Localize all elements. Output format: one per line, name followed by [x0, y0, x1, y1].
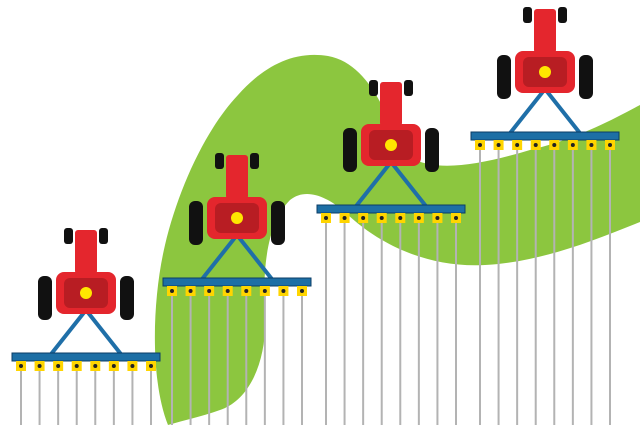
tractor-hood: [75, 230, 97, 274]
row-unit-seed: [112, 364, 116, 368]
row-unit-seed: [300, 289, 304, 293]
hitch-arm-right: [86, 310, 124, 358]
tractor-hood: [534, 9, 556, 53]
cab-light: [539, 66, 551, 78]
front-tire-left: [369, 80, 378, 96]
row-unit-seed: [263, 289, 267, 293]
rear-tire-right: [579, 55, 593, 99]
row-unit-seed: [149, 364, 153, 368]
rear-tire-right: [120, 276, 134, 320]
planter-toolbar-icon: [12, 353, 160, 371]
front-tire-left: [523, 7, 532, 23]
hitch-arm-left: [48, 310, 86, 358]
tractor-hood: [226, 155, 248, 199]
front-tire-right: [404, 80, 413, 96]
rear-tire-right: [425, 128, 439, 172]
hitch-arm-left: [507, 89, 545, 137]
tractor-icon: [12, 228, 160, 371]
planter-toolbar: [317, 205, 465, 213]
row-unit-seed: [454, 216, 458, 220]
row-unit-seed: [244, 289, 248, 293]
row-unit-seed: [571, 143, 575, 147]
row-unit-seed: [515, 143, 519, 147]
row-unit-seed: [497, 143, 501, 147]
row-unit-seed: [361, 216, 365, 220]
row-unit-seed: [608, 143, 612, 147]
front-tire-right: [250, 153, 259, 169]
row-unit-seed: [207, 289, 211, 293]
row-unit-seed: [417, 216, 421, 220]
row-unit-seed: [478, 143, 482, 147]
planter-toolbar: [163, 278, 311, 286]
row-unit-seed: [189, 289, 193, 293]
cab-light: [231, 212, 243, 224]
planter-toolbar: [471, 132, 619, 140]
front-tire-right: [558, 7, 567, 23]
row-unit-seed: [75, 364, 79, 368]
rear-tire-left: [497, 55, 511, 99]
row-unit-seed: [435, 216, 439, 220]
row-unit-seed: [226, 289, 230, 293]
rear-tire-left: [343, 128, 357, 172]
row-unit-seed: [130, 364, 134, 368]
front-tire-right: [99, 228, 108, 244]
row-unit-seed: [380, 216, 384, 220]
row-unit-seed: [93, 364, 97, 368]
row-unit-seed: [534, 143, 538, 147]
rear-tire-left: [38, 276, 52, 320]
cab-light: [385, 139, 397, 151]
row-unit-seed: [56, 364, 60, 368]
tractor-hood: [380, 82, 402, 126]
row-unit-seed: [281, 289, 285, 293]
front-tire-left: [215, 153, 224, 169]
row-unit-seed: [38, 364, 42, 368]
rear-tire-right: [271, 201, 285, 245]
row-unit-seed: [552, 143, 556, 147]
hitch-arm-right: [545, 89, 583, 137]
cab-light: [80, 287, 92, 299]
row-unit-seed: [398, 216, 402, 220]
row-unit-seed: [170, 289, 174, 293]
planter-toolbar: [12, 353, 160, 361]
row-unit-seed: [589, 143, 593, 147]
row-unit-seed: [19, 364, 23, 368]
front-tire-left: [64, 228, 73, 244]
row-unit-seed: [343, 216, 347, 220]
row-unit-seed: [324, 216, 328, 220]
rear-tire-left: [189, 201, 203, 245]
